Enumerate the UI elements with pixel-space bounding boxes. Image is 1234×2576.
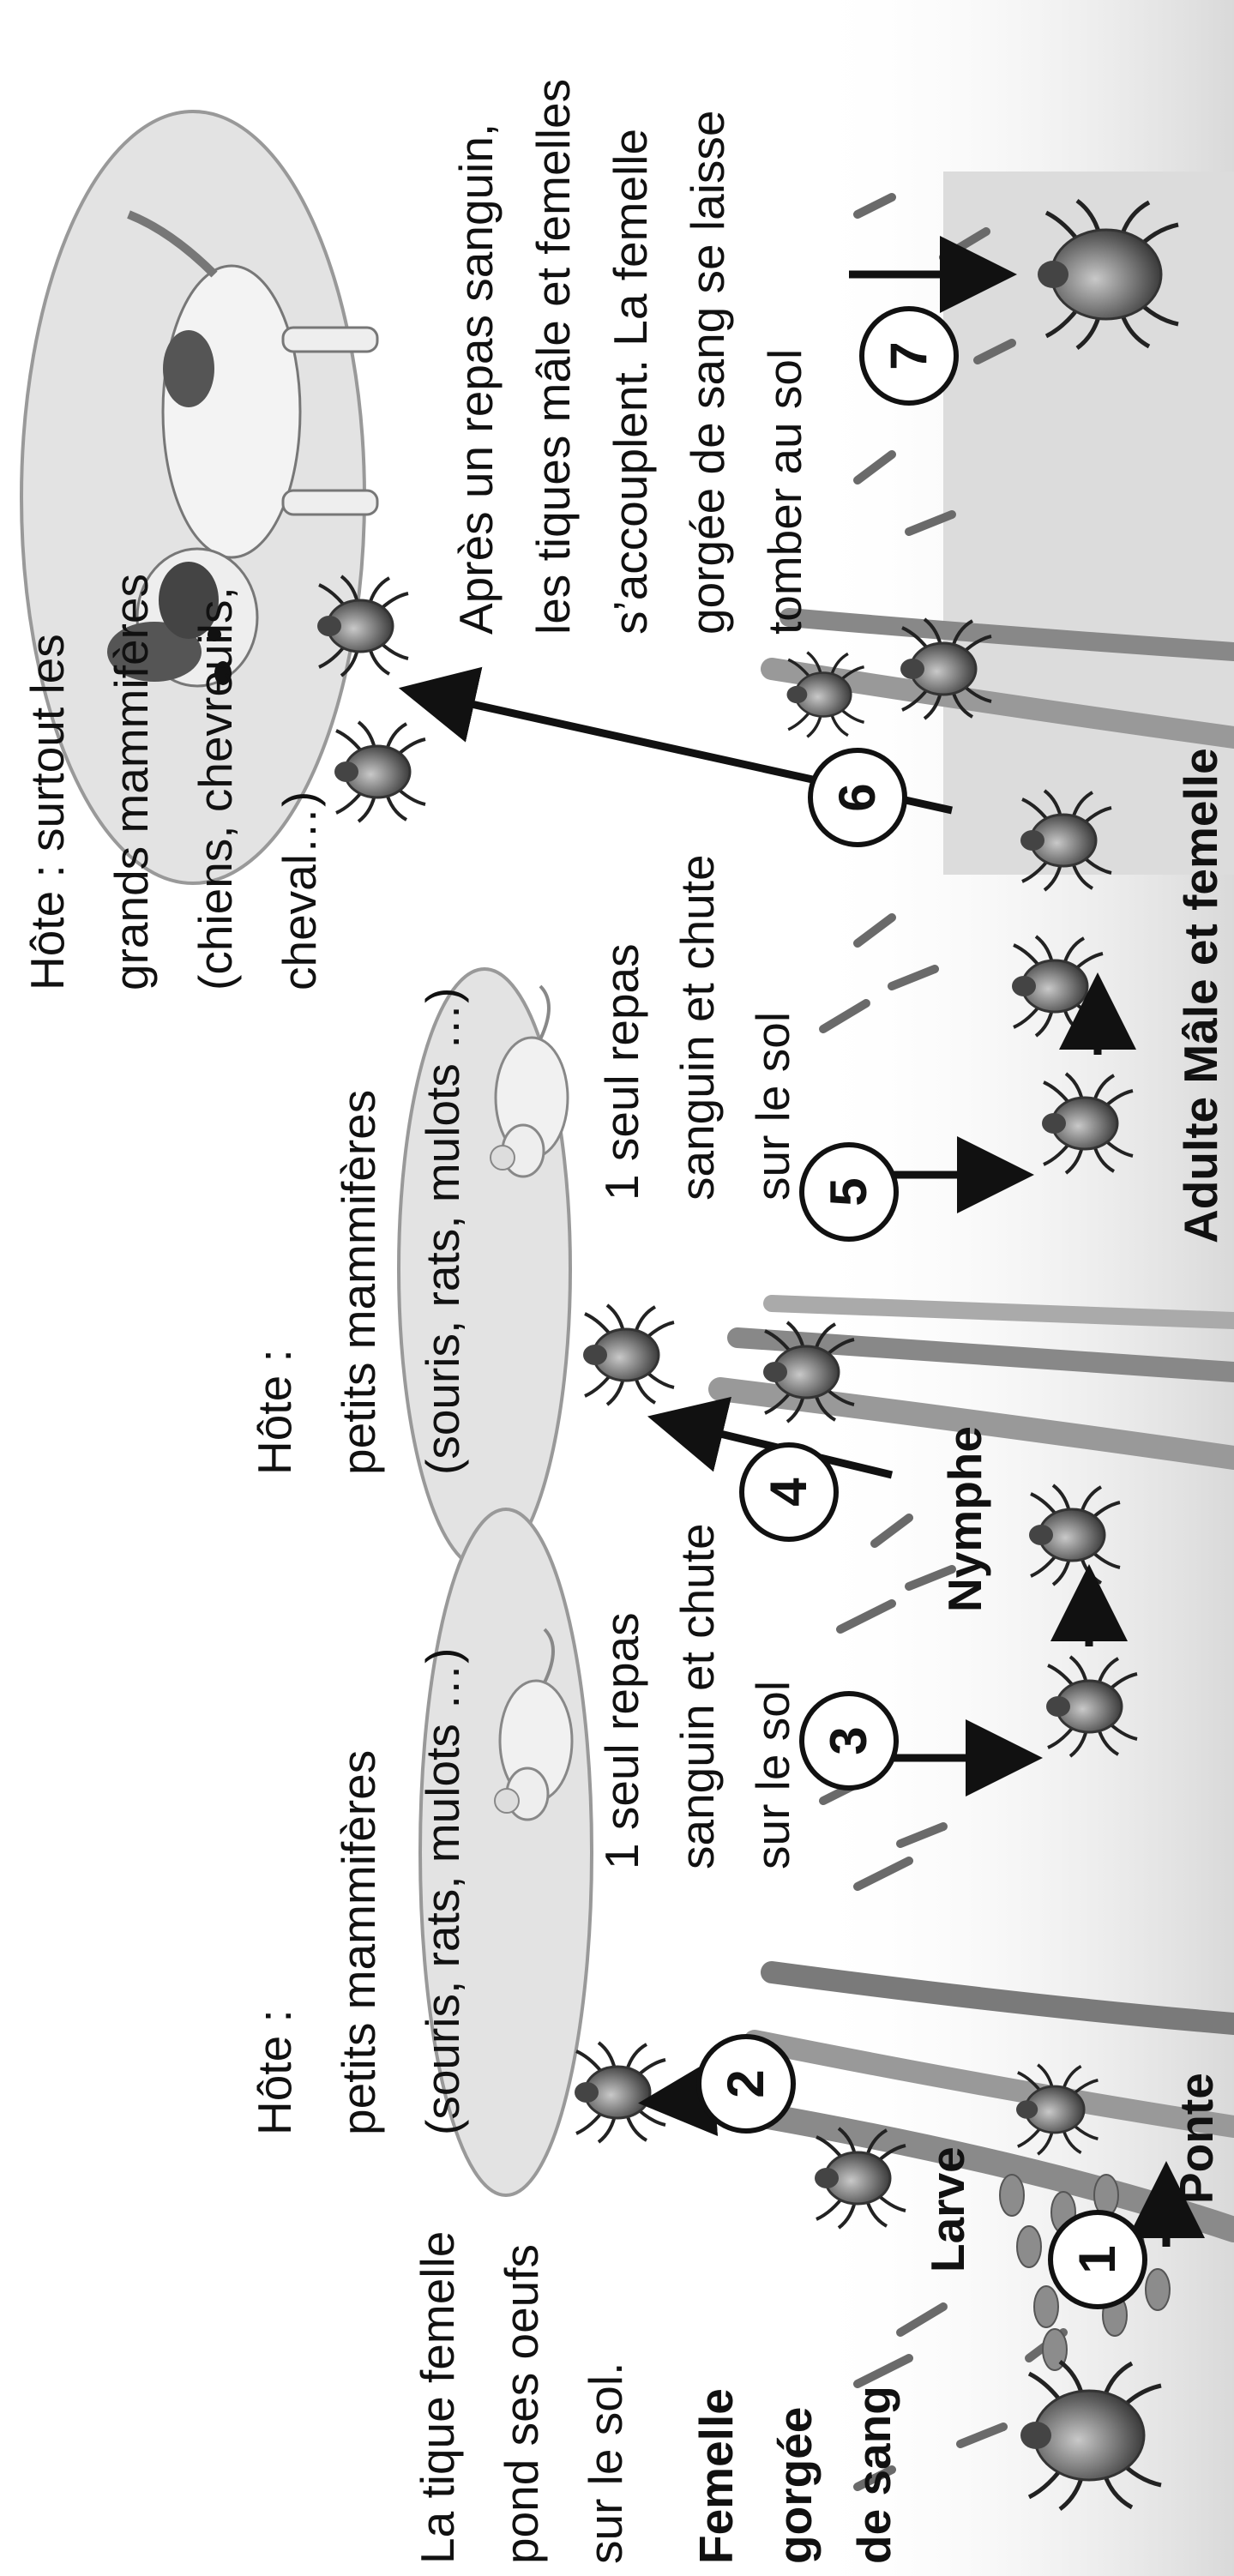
step-circle-7 [859, 306, 959, 406]
label-larva: Larve [921, 2146, 974, 2272]
mouse-illustration-nymph-host [490, 984, 569, 1178]
step-number-1: 1 [1068, 2245, 1126, 2274]
caption-meal-larva-line1: 1 seul repas [595, 1612, 648, 1869]
step-circle-3 [799, 1691, 899, 1791]
step-circles [696, 306, 1147, 2309]
caption-host-larva-line2: petits mammifères [332, 1749, 385, 2135]
step-number-7: 7 [880, 341, 937, 370]
caption-female-lays-eggs-line3: sur le sol. [579, 2362, 632, 2564]
step-circle-2 [696, 2034, 796, 2134]
step-circle-4 [739, 1442, 839, 1542]
step-number-5: 5 [820, 1177, 877, 1207]
caption-female-lays-eggs: La tique femelle pond ses oeufs sur le s… [407, 2231, 635, 2564]
label-laying: Ponte [1170, 2073, 1223, 2204]
caption-female-lays-eggs-line2: pond ses oeufs [495, 2243, 548, 2564]
caption-host-nymph-line1: Hôte : [248, 1349, 301, 1475]
caption-adult-mating-line1: Après un repas sanguin, [449, 123, 503, 635]
caption-meal-nymph-line1: 1 seul repas [595, 943, 648, 1201]
caption-female-lays-eggs-line1: La tique femelle [411, 2230, 464, 2564]
caption-adult-mating-line5: tomber au sol [758, 348, 811, 635]
step-circle-5 [799, 1142, 899, 1242]
caption-adult-mating-line3: s’accouplent. La femelle [604, 128, 657, 635]
label-nymph: Nymphe [938, 1426, 991, 1612]
step-number-6: 6 [828, 783, 886, 812]
caption-meal-nymph-line3: sur le sol [746, 1011, 799, 1201]
caption-meal-larva-line2: sanguin et chute [671, 1523, 724, 1869]
caption-host-adult-line4: cheval…) [273, 791, 326, 990]
label-engorged-female-line1: Femelle [689, 2388, 743, 2564]
caption-host-nymph-line3: (souris, rats, mulots …) [416, 987, 469, 1475]
caption-host-adult-line1: Hôte : surtout les [21, 634, 74, 990]
tick-nymph-on-host [581, 1303, 676, 1406]
caption-adult-mating: Après un repas sanguin, les tiques mâle … [446, 79, 815, 635]
caption-host-larva: Hôte : petits mammifères (souris, rats, … [244, 1648, 473, 2135]
caption-host-adult-line2: grands mammifères [105, 574, 158, 990]
mouse-illustration-larva-host [494, 1628, 574, 1821]
caption-adult-mating-line2: les tiques mâle et femelles [527, 78, 580, 635]
caption-adult-mating-line4: gorgée de sang se laisse [681, 110, 734, 635]
step-circle-6 [808, 748, 907, 847]
caption-meal-larva: 1 seul repas sanguin et chute sur le sol [592, 1523, 803, 1869]
label-engorged-female-line3: de sang [847, 2386, 900, 2564]
host-ellipse-small-mammals-larva [418, 1508, 593, 2197]
caption-host-larva-line3: (souris, rats, mulots …) [416, 1647, 469, 2135]
caption-host-adult-line3: (chiens, chevreuils, [189, 587, 242, 990]
tick-larva-on-host [573, 2041, 667, 2144]
label-engorged-female: Femelle gorgée de sang [686, 2386, 904, 2564]
label-engorged-female-line2: gorgée [768, 2406, 822, 2564]
label-adult: Adulte Mâle et femelle [1174, 748, 1227, 1243]
step-number-3: 3 [820, 1726, 877, 1755]
step-number-2: 2 [717, 2069, 774, 2098]
caption-host-adult: Hôte : surtout les grands mammifères (ch… [17, 574, 329, 990]
caption-meal-larva-line3: sur le sol [746, 1680, 799, 1869]
caption-host-nymph: Hôte : petits mammifères (souris, rats, … [244, 988, 473, 1475]
caption-host-nymph-line2: petits mammifères [332, 1089, 385, 1475]
caption-meal-nymph: 1 seul repas sanguin et chute sur le sol [592, 854, 803, 1201]
tick-adult-male-on-host [333, 720, 427, 823]
tick-adult-female-on-host [316, 575, 410, 677]
caption-host-larva-line1: Hôte : [248, 2009, 301, 2135]
step-circle-1 [1048, 2210, 1147, 2309]
dog-illustration [107, 210, 379, 688]
caption-meal-nymph-line2: sanguin et chute [671, 854, 724, 1201]
